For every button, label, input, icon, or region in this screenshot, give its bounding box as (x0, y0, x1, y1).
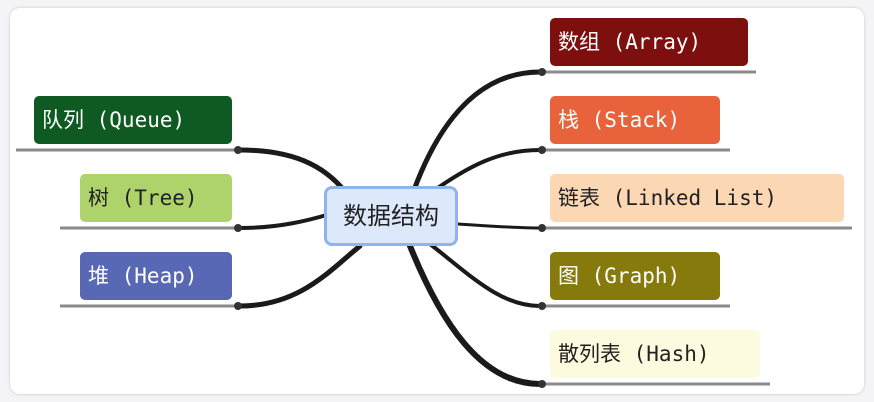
branch-stack (430, 148, 542, 194)
dot-graph (538, 302, 546, 310)
dot-linked-list (538, 224, 546, 232)
branch-graph (428, 242, 542, 308)
dot-stack (538, 146, 546, 154)
branch-array (411, 69, 543, 193)
dot-array (538, 68, 546, 76)
dot-queue (234, 146, 242, 154)
branch-hash (407, 243, 543, 387)
branch-tree (238, 212, 332, 230)
center-node[interactable]: 数据结构 (324, 186, 458, 246)
branch-linked-list (456, 222, 542, 230)
node-queue[interactable]: 队列 (Queue) (34, 96, 232, 144)
branch-heap (237, 243, 363, 309)
node-hash[interactable]: 散列表 (Hash) (550, 330, 760, 378)
dot-hash (538, 380, 546, 388)
node-graph[interactable]: 图 (Graph) (550, 252, 720, 300)
node-tree[interactable]: 树 (Tree) (80, 174, 232, 222)
node-stack[interactable]: 栈 (Stack) (550, 96, 720, 144)
dot-tree (234, 224, 242, 232)
dot-heap (234, 302, 242, 310)
node-array[interactable]: 数组 (Array) (550, 18, 748, 66)
node-heap[interactable]: 堆 (Heap) (80, 252, 232, 300)
node-linked-list[interactable]: 链表 (Linked List) (550, 174, 844, 222)
